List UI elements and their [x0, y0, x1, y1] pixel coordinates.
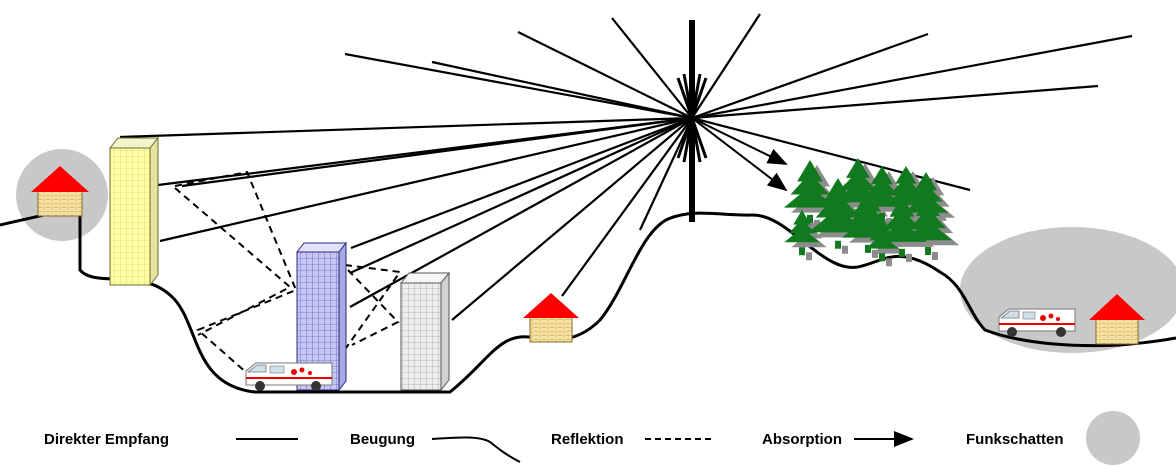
absorption-arrows: [691, 117, 788, 192]
tree: [865, 218, 899, 262]
legend: Direkter Empfang Beugung Reflektion Abso…: [44, 411, 1140, 465]
tree: [833, 158, 883, 217]
building-yellow: [108, 136, 160, 287]
tree: [784, 210, 820, 256]
legend-shadow-swatch: [1086, 411, 1140, 465]
ambulance-shadow: [998, 308, 1076, 337]
reflection-rays: [174, 170, 402, 375]
legend-diffraction-curve: [431, 436, 521, 463]
house-right: [1089, 294, 1145, 345]
legend-shadow-label: Funkschatten: [966, 431, 1064, 448]
legend-absorption-label: Absorption: [762, 431, 842, 448]
ambulance-valley: [245, 362, 333, 391]
tree: [884, 166, 928, 220]
legend-diffraction-label: Beugung: [350, 431, 415, 448]
tree: [859, 166, 905, 222]
terrain-profile: [0, 202, 1176, 394]
building-gray: [399, 271, 451, 392]
legend-reflection-label: Reflektion: [551, 431, 624, 448]
tree: [903, 196, 953, 255]
tree: [783, 160, 837, 223]
forest: [783, 158, 960, 267]
antenna-mast: [676, 20, 708, 222]
legend-direct-label: Direkter Empfang: [44, 431, 169, 448]
house-left: [31, 166, 89, 217]
house-valley: [523, 293, 579, 343]
